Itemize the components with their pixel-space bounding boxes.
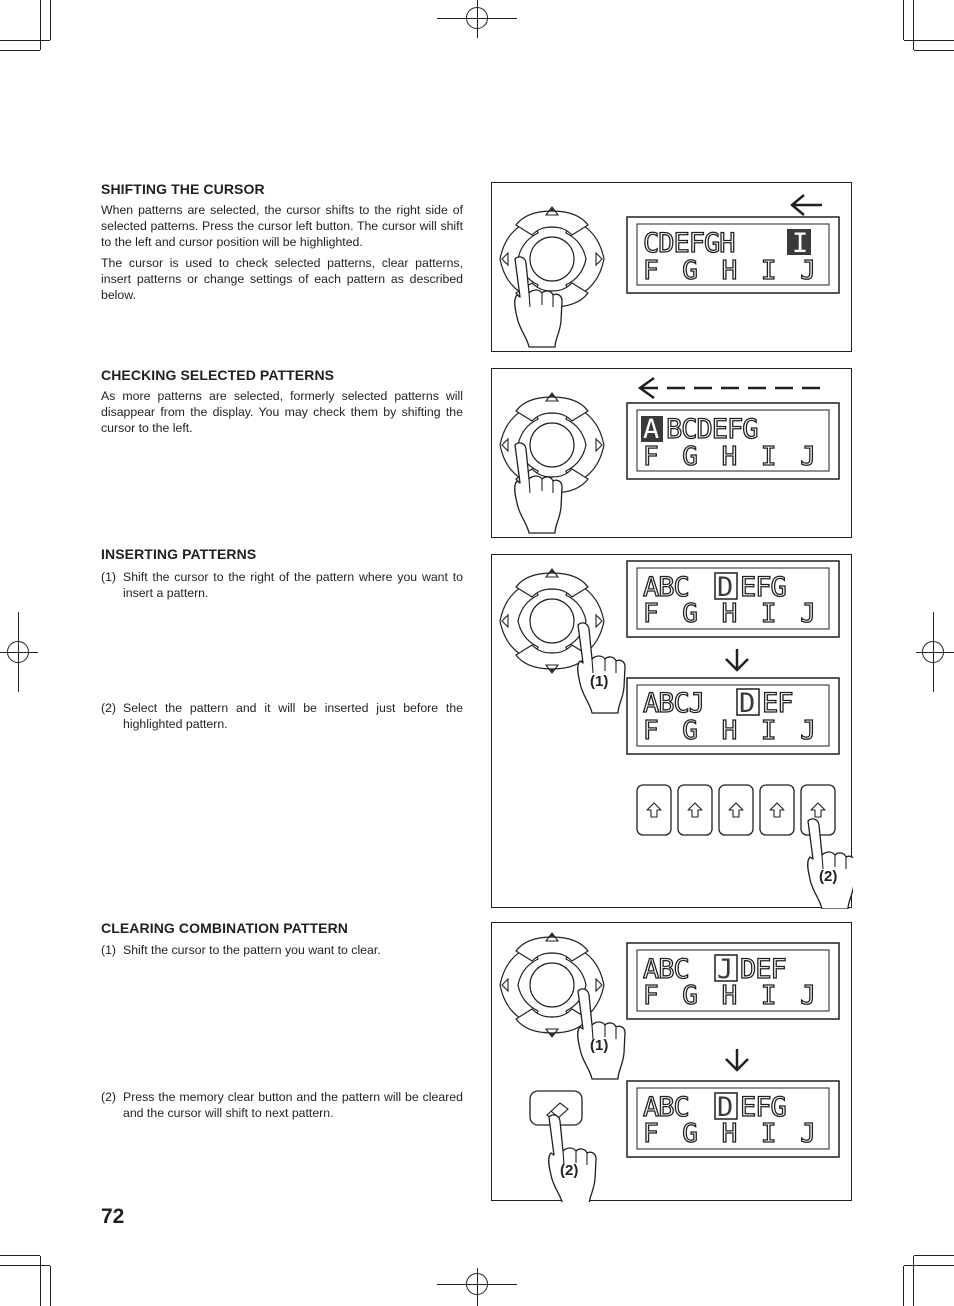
page-number: 72 (101, 1205, 125, 1228)
pattern-key-icon (759, 784, 795, 836)
step-text: Shift the cursor to the right of the pat… (123, 570, 463, 600)
cursor-highlight (714, 1092, 738, 1120)
section-inserting-patterns: INSERTING PATTERNS (101, 546, 463, 567)
lcd-top-line: EFG (740, 1092, 786, 1123)
lcd-top-line: EFG (740, 572, 786, 603)
arrow-left-icon (637, 376, 655, 400)
pointing-hand-icon (577, 988, 626, 1080)
section-title: SHIFTING THE CURSOR (101, 181, 265, 197)
step-item: (2) Select the pattern and it will be in… (101, 700, 463, 732)
section-checking-patterns: CHECKING SELECTED PATTERNS As more patte… (101, 367, 463, 441)
section-title: INSERTING PATTERNS (101, 546, 257, 562)
callout-label: (2) (819, 868, 837, 885)
step-text: Shift the cursor to the pattern you want… (123, 943, 381, 957)
figure-shifting-cursor: CDEFGH I F G H I J (491, 182, 852, 352)
arrow-down-icon (725, 649, 749, 672)
callout-label: (2) (560, 1162, 578, 1179)
section-title: CLEARING COMBINATION PATTERN (101, 920, 349, 936)
paragraph: The cursor is used to check selected pat… (101, 256, 463, 302)
lcd-bottom-line: F G H I J (643, 981, 820, 1011)
lcd-top-line: ABCJ (643, 688, 704, 719)
lcd-bottom-line: F G H I J (643, 1119, 820, 1149)
step-number: (2) (101, 701, 117, 715)
callout-label: (1) (590, 1037, 608, 1054)
cursor-highlight (787, 229, 811, 255)
section-shifting-cursor: SHIFTING THE CURSOR When patterns are se… (101, 181, 463, 308)
lcd-top-line: ABC (643, 1092, 689, 1123)
step-number: (1) (101, 570, 117, 584)
lcd-bottom-line: F G H I J (643, 442, 820, 472)
step-item: (1) Shift the cursor to the right of the… (101, 569, 463, 601)
pattern-key-icon (718, 784, 754, 836)
lcd-highlight-char: I (792, 228, 808, 259)
memory-clear-button-icon (529, 1090, 583, 1126)
lcd-bottom-line: F G H I J (643, 599, 820, 629)
arrow-left-icon (790, 194, 822, 216)
step-text: Press the memory clear button and the pa… (123, 1090, 463, 1120)
cursor-highlight (641, 416, 663, 442)
arrow-down-icon (725, 1049, 749, 1072)
figure-clearing-pattern: (1) ABC J DEF F G H I J ABC D EFG F G H … (491, 922, 852, 1202)
lcd-highlight-char: J (717, 954, 733, 985)
lcd-top-line: CDEFGH (643, 228, 735, 259)
pointing-hand-icon (577, 622, 626, 714)
cursor-highlight (714, 572, 738, 600)
lcd-highlight-char: D (717, 572, 733, 603)
lcd-top-line: BCDEFG (666, 414, 758, 445)
pattern-key-icon (636, 784, 672, 836)
lcd-top-line: ABC (643, 572, 689, 603)
cursor-highlight (736, 688, 760, 716)
step-item: (1) Shift the cursor to the pattern you … (101, 942, 463, 958)
cursor-highlight (714, 954, 738, 982)
section-title: CHECKING SELECTED PATTERNS (101, 367, 335, 383)
figure-inserting-patterns: (1) ABC D EFG F G H I J ABCJ D EF F G H … (491, 554, 853, 909)
pointing-hand-icon (548, 1114, 597, 1202)
step-item: (2) Press the memory clear button and th… (101, 1089, 463, 1121)
lcd-top-line: ABC (643, 954, 689, 985)
paragraph: When patterns are selected, the cursor s… (101, 203, 463, 249)
lcd-bottom-line: F G H I J (643, 716, 820, 746)
lcd-top-line: DEF (740, 954, 786, 985)
section-clearing-pattern: CLEARING COMBINATION PATTERN (101, 920, 463, 941)
lcd-highlight-char: A (643, 414, 659, 445)
lcd-highlight-char: D (739, 688, 755, 719)
callout-label: (1) (590, 673, 608, 690)
step-text: Select the pattern and it will be insert… (123, 701, 463, 731)
figure-checking-patterns: A BCDEFG F G H I J (491, 368, 852, 538)
step-number: (2) (101, 1090, 117, 1104)
pattern-key-icon (677, 784, 713, 836)
step-number: (1) (101, 943, 117, 957)
paragraph: As more patterns are selected, formerly … (101, 389, 463, 435)
lcd-top-line: EF (762, 688, 793, 719)
lcd-highlight-char: D (717, 1092, 733, 1123)
lcd-bottom-line: F G H I J (643, 256, 820, 286)
